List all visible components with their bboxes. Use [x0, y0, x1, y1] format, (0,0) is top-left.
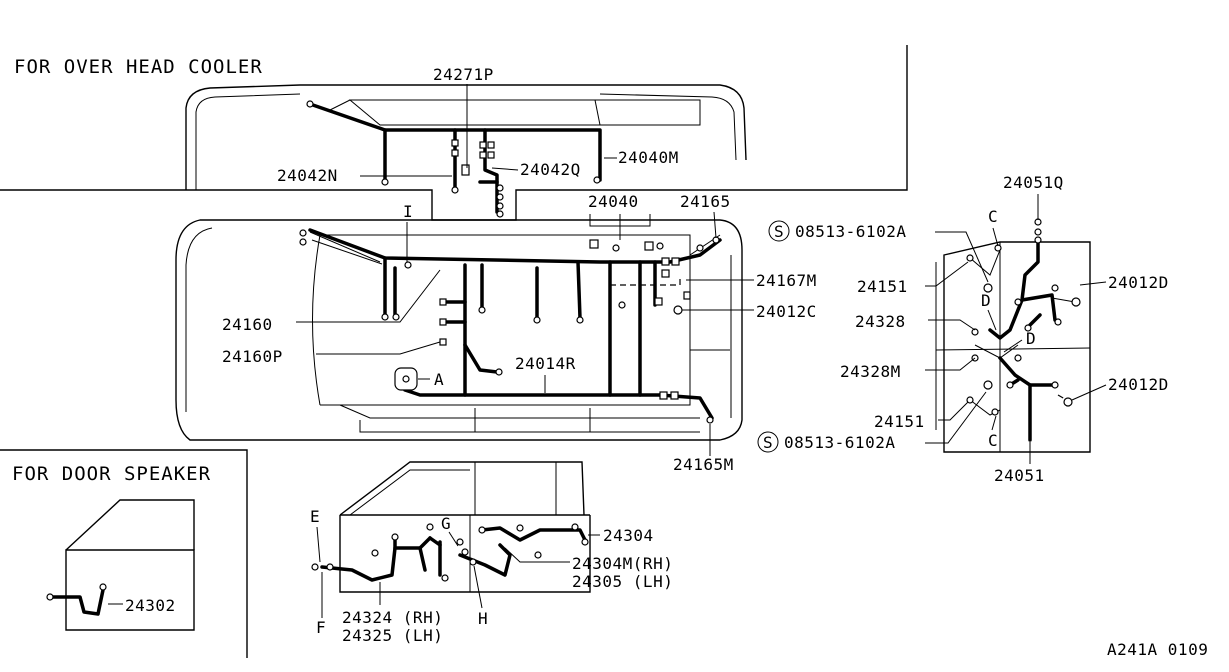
- label-A: A: [434, 370, 444, 389]
- label-24302: 24302: [125, 596, 176, 615]
- label-24305-LH: 24305 (LH): [572, 572, 673, 591]
- label-E: E: [310, 507, 320, 526]
- label-D-right: D: [1026, 329, 1036, 348]
- label-H: H: [478, 609, 488, 628]
- s-symbol-top-letter: S: [774, 222, 784, 241]
- label-24160P: 24160P: [222, 347, 283, 366]
- rear-door-detail: 24051Q S 08513-6102A C 24012D 24151 D 24…: [757, 173, 1169, 485]
- label-D-left: D: [981, 291, 991, 310]
- label-G: G: [441, 514, 451, 533]
- label-24271P: 24271P: [433, 65, 494, 84]
- label-24151-bottom: 24151: [874, 412, 925, 431]
- label-24304: 24304: [603, 526, 654, 545]
- label-C-top: C: [988, 207, 998, 226]
- label-24042Q: 24042Q: [520, 160, 581, 179]
- label-24051: 24051: [994, 466, 1045, 485]
- label-I: I: [403, 202, 413, 221]
- label-24014R: 24014R: [515, 354, 576, 373]
- door-speaker-title: FOR DOOR SPEAKER: [12, 463, 211, 485]
- label-24160: 24160: [222, 315, 273, 334]
- label-08513-6102A-top: 08513-6102A: [795, 222, 906, 241]
- label-24040M: 24040M: [618, 148, 679, 167]
- label-24328M: 24328M: [840, 362, 901, 381]
- s-symbol-bottom: [757, 431, 779, 453]
- label-24012D-top: 24012D: [1108, 273, 1169, 292]
- label-24012C: 24012C: [756, 302, 817, 321]
- label-24051Q: 24051Q: [1003, 173, 1064, 192]
- label-C-bottom: C: [988, 431, 998, 450]
- overhead-cooler-title: FOR OVER HEAD COOLER: [14, 56, 263, 78]
- label-24304M-RH: 24304M(RH): [572, 554, 673, 573]
- label-F: F: [316, 618, 326, 637]
- label-24324-RH: 24324 (RH): [342, 608, 443, 627]
- side-door-view: E F G H 24304 24304M(RH) 24305 (LH) 2432…: [310, 461, 673, 645]
- label-24040: 24040: [588, 192, 639, 211]
- main-body-view: I 24040 24165 24167M 24012C 24160 24160P…: [175, 192, 817, 474]
- label-24325-LH: 24325 (LH): [342, 626, 443, 645]
- overhead-cooler-inset: FOR OVER HEAD COOLER 24271P 24042N: [0, 45, 908, 221]
- s-symbol-bottom-letter: S: [763, 433, 773, 452]
- label-24328: 24328: [855, 312, 906, 331]
- label-08513-6102A-bottom: 08513-6102A: [784, 433, 895, 452]
- label-24165: 24165: [680, 192, 731, 211]
- label-24151-top: 24151: [857, 277, 908, 296]
- label-24042N: 24042N: [277, 166, 338, 185]
- label-24012D-bottom: 24012D: [1108, 375, 1169, 394]
- diagram-code: A241A 0109: [1107, 640, 1208, 659]
- label-24165M: 24165M: [673, 455, 734, 474]
- label-24167M: 24167M: [756, 271, 817, 290]
- s-symbol-top: [768, 220, 790, 242]
- door-speaker-inset: FOR DOOR SPEAKER 24302: [0, 449, 248, 658]
